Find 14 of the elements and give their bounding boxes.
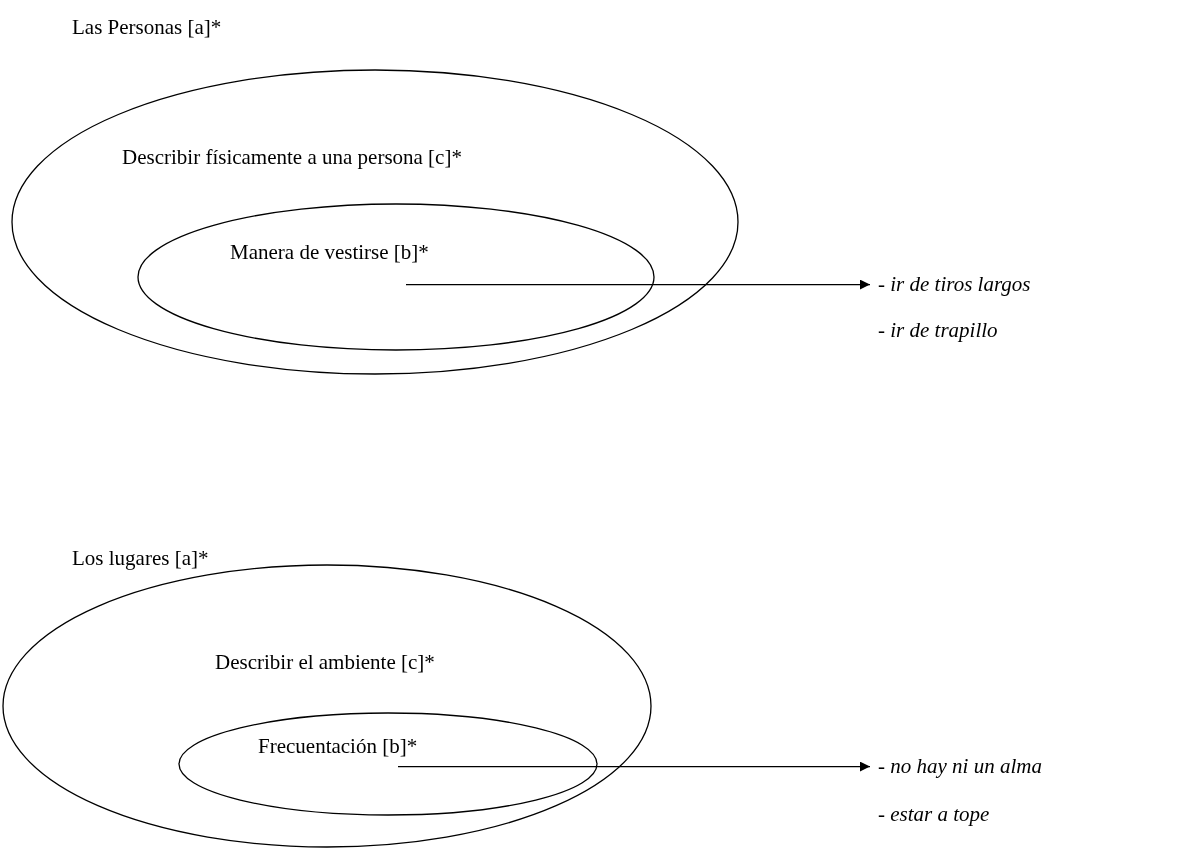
- ellipse-label: Describir físicamente a una persona [c]*: [122, 145, 462, 171]
- ellipse: [178, 712, 598, 816]
- list-item: - no hay ni un alma: [878, 754, 1042, 780]
- heading: Los lugares [a]*: [72, 546, 209, 572]
- arrow: [405, 279, 871, 290]
- arrow: [397, 761, 871, 772]
- list-item: - ir de trapillo: [878, 318, 998, 344]
- list-item: - estar a tope: [878, 802, 990, 828]
- ellipse: [137, 203, 655, 351]
- ellipse-label: Describir el ambiente [c]*: [215, 650, 435, 676]
- ellipse-label: Frecuentación [b]*: [258, 734, 418, 760]
- heading: Las Personas [a]*: [72, 15, 222, 41]
- ellipse-label: Manera de vestirse [b]*: [230, 240, 429, 266]
- list-item: - ir de tiros largos: [878, 272, 1031, 298]
